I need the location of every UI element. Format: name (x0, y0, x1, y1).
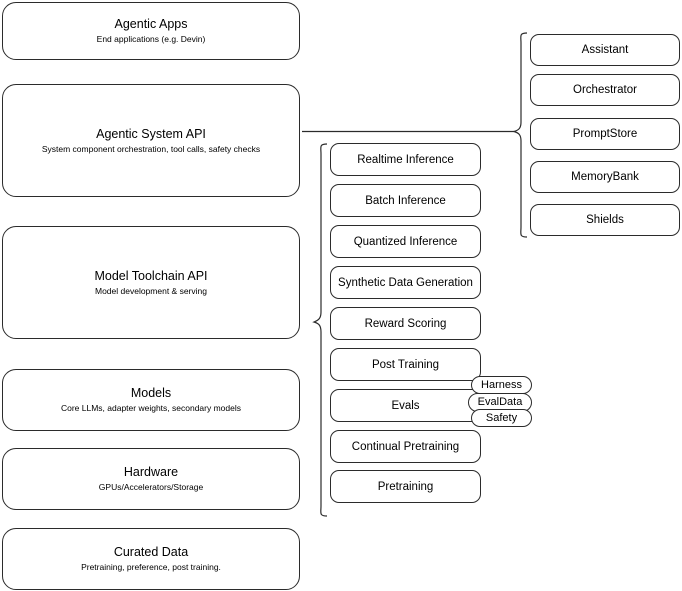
eval-tag-safety[interactable]: Safety (471, 409, 532, 427)
layer-subtitle: Core LLMs, adapter weights, secondary mo… (60, 403, 241, 413)
layer-subtitle: GPUs/Accelerators/Storage (98, 482, 204, 492)
layer-title: Models (130, 386, 172, 400)
capability-label: Reward Scoring (364, 317, 447, 330)
eval-tag-label: EvalData (477, 396, 523, 408)
capability-box-quantized-inference[interactable]: Quantized Inference (330, 225, 481, 258)
component-label: PromptStore (572, 128, 638, 140)
brace-middle-stack (312, 143, 328, 517)
layer-box-agentic-system-api[interactable]: Agentic System API System component orch… (2, 84, 300, 197)
layer-subtitle: Pretraining, preference, post training. (81, 562, 221, 572)
component-label: MemoryBank (571, 171, 639, 183)
layer-title: Model Toolchain API (94, 268, 208, 283)
layer-title: Agentic System API (96, 126, 206, 141)
capability-box-pretraining[interactable]: Pretraining (330, 470, 481, 503)
layer-box-model-toolchain-api[interactable]: Model Toolchain API Model development & … (2, 226, 300, 339)
layer-subtitle: Model development & serving (95, 285, 207, 296)
layer-title: Hardware (123, 465, 179, 479)
layer-box-hardware[interactable]: Hardware GPUs/Accelerators/Storage (2, 448, 300, 510)
capability-label: Evals (391, 399, 420, 412)
layer-box-agentic-apps[interactable]: Agentic Apps End applications (e.g. Devi… (2, 2, 300, 60)
capability-label: Synthetic Data Generation (338, 276, 473, 289)
layer-title: Agentic Apps (114, 17, 188, 31)
layer-subtitle: End applications (e.g. Devin) (96, 34, 206, 44)
capability-box-realtime-inference[interactable]: Realtime Inference (330, 143, 481, 176)
layer-box-models[interactable]: Models Core LLMs, adapter weights, secon… (2, 369, 300, 431)
component-box-memorybank[interactable]: MemoryBank (530, 161, 680, 193)
capability-label: Quantized Inference (353, 235, 458, 248)
component-box-shields[interactable]: Shields (530, 204, 680, 236)
component-box-assistant[interactable]: Assistant (530, 34, 680, 66)
brace-right-stack (511, 32, 528, 238)
layer-subtitle: System component orchestration, tool cal… (41, 143, 261, 154)
capability-label: Continual Pretraining (351, 440, 460, 453)
layer-title: Curated Data (113, 545, 189, 559)
layer-box-curated-data[interactable]: Curated Data Pretraining, preference, po… (2, 528, 300, 590)
capability-box-reward-scoring[interactable]: Reward Scoring (330, 307, 481, 340)
eval-tag-label: Safety (485, 411, 518, 424)
component-label: Shields (586, 214, 624, 226)
capability-box-post-training[interactable]: Post Training (330, 348, 481, 381)
component-box-orchestrator[interactable]: Orchestrator (530, 74, 680, 106)
capability-label: Post Training (371, 358, 440, 371)
capability-box-synthetic-data-generation[interactable]: Synthetic Data Generation (330, 266, 481, 299)
capability-label: Pretraining (377, 480, 434, 493)
component-box-promptstore[interactable]: PromptStore (530, 118, 680, 150)
eval-tag-label: Harness (481, 378, 522, 391)
capability-label: Realtime Inference (357, 153, 454, 166)
capability-label: Batch Inference (365, 194, 446, 207)
capability-box-batch-inference[interactable]: Batch Inference (330, 184, 481, 217)
component-label: Assistant (581, 44, 629, 56)
component-label: Orchestrator (573, 84, 637, 96)
eval-tag-harness[interactable]: Harness (471, 376, 532, 394)
capability-box-evals[interactable]: Evals (330, 389, 481, 422)
capability-box-continual-pretraining[interactable]: Continual Pretraining (330, 430, 481, 463)
